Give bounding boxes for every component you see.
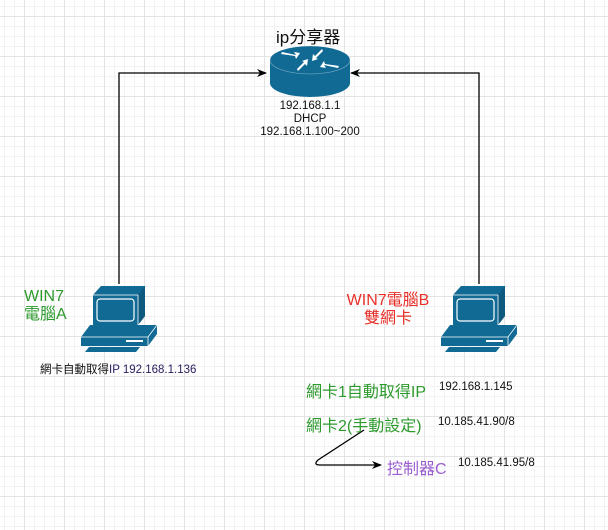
router-mode: DHCP	[293, 113, 327, 125]
pc-b-name-line1: WIN7電腦B	[346, 292, 430, 309]
router-title: ip分享器	[276, 28, 341, 47]
connector-pc-b-to-router[interactable]	[350, 69, 480, 284]
connector-pc-a-to-router[interactable]	[118, 69, 267, 284]
router-icon[interactable]	[269, 45, 351, 97]
pc-b-name-line2: 雙網卡	[363, 310, 412, 327]
controller-ip: 10.185.41.95/8	[458, 457, 535, 469]
pc-a-ip: IP 192.168.1.136	[109, 364, 197, 376]
pc-b-nic2-label: 網卡2(手動設定)	[306, 418, 422, 435]
connector-nic2-to-controller[interactable]	[315, 429, 382, 469]
pc-b-label: WIN7電腦B 雙網卡	[340, 292, 436, 328]
pc-a-nic-desc: 網卡自動取得	[40, 364, 109, 376]
pc-b-nic1-label: 網卡1自動取得IP	[306, 384, 427, 401]
pc-b-nic2-ip: 10.185.41.90/8	[438, 416, 515, 428]
pc-a-nic-info: 網卡自動取得IP 192.168.1.136	[40, 361, 196, 377]
pc-b-nic1-ip: 192.168.1.145	[439, 381, 513, 393]
controller-label: 控制器C	[387, 461, 447, 478]
router-dhcp-range: 192.168.1.100~200	[260, 126, 360, 138]
router-info: 192.168.1.1 DHCP 192.168.1.100~200	[250, 100, 370, 139]
computer-a-icon[interactable]	[81, 286, 158, 352]
computer-b-icon[interactable]	[441, 286, 518, 352]
router-ip: 192.168.1.1	[279, 100, 341, 112]
pc-a-name-line1: WIN7	[24, 288, 64, 305]
pc-a-label: WIN7 電腦A	[24, 288, 67, 324]
pc-a-name-line2: 電腦A	[24, 306, 67, 323]
